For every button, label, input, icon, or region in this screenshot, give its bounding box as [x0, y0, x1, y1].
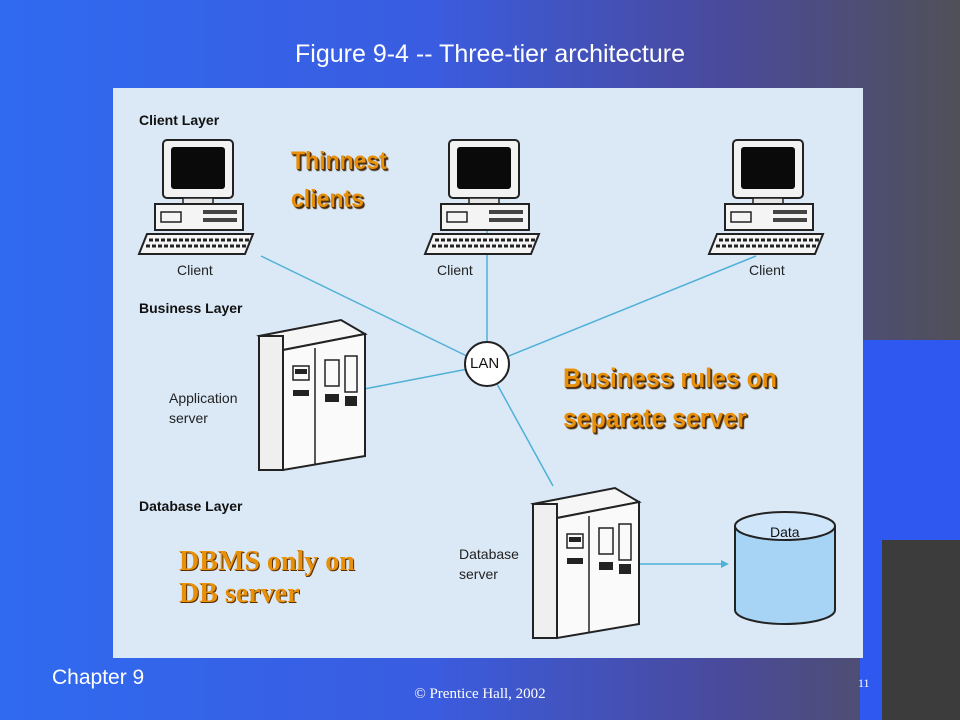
- copyright-text: © Prentice Hall, 2002: [414, 686, 546, 702]
- slide-title: Figure 9-4 -- Three-tier architecture: [295, 40, 685, 68]
- lan-label: LAN: [470, 355, 500, 372]
- database-layer-label: Database Layer: [139, 498, 243, 514]
- thinnest-clients-callout: Thinnest clients: [291, 142, 387, 218]
- database-server-label: Database server: [459, 544, 519, 584]
- business-layer-label: Business Layer: [139, 300, 243, 316]
- application-server-label-line: server: [169, 410, 208, 426]
- page-number: 11: [858, 676, 870, 690]
- callout-line: separate server: [563, 403, 747, 433]
- client-label: Client: [177, 262, 213, 278]
- callout-line: Business rules on: [563, 363, 777, 393]
- application-server-label-line: Application: [169, 390, 238, 406]
- application-server-icon: [258, 319, 366, 471]
- client-computer-icon: [423, 138, 541, 256]
- diagram-graphics: [137, 138, 836, 639]
- data-store-icon: [734, 511, 836, 625]
- callout-line: DB server: [179, 578, 300, 609]
- business-rules-callout: Business rules on separate server: [563, 358, 777, 438]
- dbms-callout: DBMS only on DB server: [179, 546, 355, 610]
- database-server-label-line: server: [459, 566, 498, 582]
- callout-line: Thinnest: [291, 147, 387, 175]
- client-computer-icon: [137, 138, 255, 256]
- database-server-icon: [532, 487, 640, 639]
- lan-hub-icon: [464, 341, 510, 387]
- callout-line: clients: [291, 185, 364, 213]
- client-label: Client: [749, 262, 785, 278]
- lan-links: [260, 228, 757, 487]
- database-server-label-line: Database: [459, 546, 519, 562]
- client-label: Client: [437, 262, 473, 278]
- application-server-label: Application server: [169, 388, 238, 428]
- client-computer-icon: [707, 138, 825, 256]
- chapter-label: Chapter 9: [52, 666, 145, 689]
- background-accent-dark: [882, 540, 960, 720]
- architecture-diagram: Client Layer Business Layer Database Lay…: [113, 88, 863, 658]
- data-label: Data: [770, 524, 800, 540]
- callout-line: DBMS only on: [179, 546, 355, 577]
- client-layer-label: Client Layer: [139, 112, 220, 128]
